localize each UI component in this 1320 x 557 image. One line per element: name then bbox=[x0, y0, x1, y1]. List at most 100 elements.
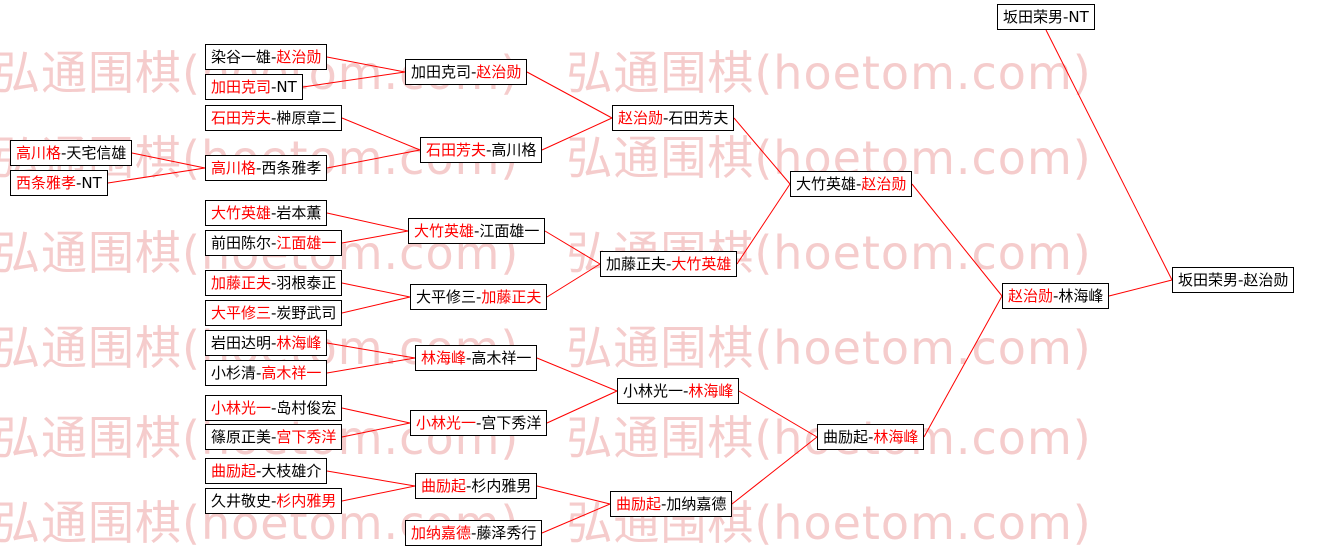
winner-name: 加藤正夫 bbox=[481, 288, 542, 306]
winner-name: 高木祥一 bbox=[261, 364, 322, 382]
player-name: -高木祥一 bbox=[466, 349, 532, 367]
winner-name: 石田芳夫 bbox=[426, 141, 487, 159]
player-name: -大枝雄介 bbox=[256, 462, 322, 480]
winner-name: 江面雄一 bbox=[276, 234, 337, 252]
winner-name: 小林光一 bbox=[416, 414, 477, 432]
bracket-line bbox=[341, 407, 411, 424]
winner-name: 西条雅孝 bbox=[16, 174, 77, 192]
player-name: -高川格 bbox=[486, 141, 537, 159]
match-box-b2: 加田克司-NT bbox=[205, 74, 303, 100]
player-name: 曲励起- bbox=[823, 428, 874, 446]
player-name: 染谷一雄- bbox=[211, 48, 277, 66]
player-name: 加藤正夫- bbox=[606, 255, 672, 273]
match-box-f1: 赵治勋-林海峰 bbox=[1002, 283, 1110, 309]
match-box-c7: 曲励起-杉内雅男 bbox=[415, 473, 538, 499]
match-box-a1: 高川格-天宅信雄 bbox=[10, 140, 133, 166]
match-box-c3: 大竹英雄-江面雄一 bbox=[408, 218, 546, 244]
bracket-line bbox=[546, 390, 618, 424]
match-box-a2: 西条雅孝-NT bbox=[10, 170, 108, 196]
bracket-line bbox=[302, 71, 406, 88]
match-box-b4: 高川格-西条雅孝 bbox=[205, 155, 328, 181]
winner-name: 林海峰 bbox=[873, 428, 919, 446]
match-box-b7: 加藤正夫-羽根泰正 bbox=[205, 270, 343, 296]
match-box-b6: 前田陈尔-江面雄一 bbox=[205, 230, 343, 256]
bracket-line bbox=[536, 485, 611, 505]
bracket-line bbox=[326, 56, 406, 73]
bracket-line bbox=[911, 183, 1003, 297]
player-name: 久井敬史- bbox=[211, 492, 277, 510]
bracket-line bbox=[541, 117, 613, 151]
player-name: 篠原正美- bbox=[211, 428, 277, 446]
player-name: 加田克司- bbox=[411, 63, 477, 81]
player-name: -藤泽秀行 bbox=[471, 524, 537, 542]
match-box-c4: 大平修三-加藤正夫 bbox=[410, 284, 548, 310]
player-name: -宫下秀洋 bbox=[476, 414, 542, 432]
player-name: -羽根泰正 bbox=[271, 274, 337, 292]
match-box-d3: 小林光一-林海峰 bbox=[617, 378, 740, 404]
winner-name: 赵治勋 bbox=[276, 48, 322, 66]
winner-name: 林海峰 bbox=[688, 382, 734, 400]
player-name: -天宅信雄 bbox=[61, 144, 127, 162]
bracket-line bbox=[738, 390, 818, 438]
player-name: -石田芳夫 bbox=[663, 109, 729, 127]
winner-name: 高川格 bbox=[16, 144, 62, 162]
winner-name: 加田克司 bbox=[211, 78, 272, 96]
bracket-line bbox=[131, 152, 206, 169]
bracket-line bbox=[341, 230, 409, 244]
winner-name: 曲励起 bbox=[211, 462, 257, 480]
bracket-line bbox=[923, 295, 1003, 438]
player-name: -加纳嘉德 bbox=[661, 495, 727, 513]
winner-name: 大平修三 bbox=[211, 304, 272, 322]
bracket-line bbox=[544, 230, 601, 265]
winner-name: 小林光一 bbox=[211, 399, 272, 417]
player-name: 岩田达明- bbox=[211, 334, 277, 352]
bracket-line bbox=[341, 296, 411, 314]
player-name: -榊原章二 bbox=[271, 109, 337, 127]
player-name: 大竹英雄- bbox=[796, 175, 862, 193]
match-box-c5: 林海峰-高木祥一 bbox=[415, 345, 538, 371]
winner-name: 赵治勋 bbox=[618, 109, 664, 127]
match-box-c1: 加田克司-赵治勋 bbox=[405, 59, 528, 85]
match-box-b5: 大竹英雄-岩本薫 bbox=[205, 200, 328, 226]
winner-name: 杉内雅男 bbox=[276, 492, 337, 510]
player-name: -西条雅孝 bbox=[256, 159, 322, 177]
match-box-c6: 小林光一-宫下秀洋 bbox=[410, 410, 548, 436]
winner-name: 赵治勋 bbox=[476, 63, 522, 81]
bracket-line bbox=[341, 485, 416, 502]
match-box-e1: 大竹英雄-赵治勋 bbox=[790, 171, 913, 197]
bracket-line bbox=[733, 117, 791, 185]
player-name: -杉内雅男 bbox=[466, 477, 532, 495]
match-box-d1: 赵治勋-石田芳夫 bbox=[612, 105, 735, 131]
player-name: -岩本薫 bbox=[271, 204, 322, 222]
player-name: -岛村俊宏 bbox=[271, 399, 337, 417]
bracket-line bbox=[341, 117, 421, 151]
bracket-line bbox=[107, 167, 206, 184]
player-name: -NT bbox=[76, 174, 102, 192]
winner-name: 高川格 bbox=[211, 159, 257, 177]
player-name: 前田陈尔- bbox=[211, 234, 277, 252]
match-box-b1: 染谷一雄-赵治勋 bbox=[205, 44, 328, 70]
player-name: 坂田荣男-赵治勋 bbox=[1178, 271, 1289, 289]
match-box-b13: 曲励起-大枝雄介 bbox=[205, 458, 328, 484]
player-name: -林海峰 bbox=[1053, 287, 1104, 305]
match-box-c2: 石田芳夫-高川格 bbox=[420, 137, 543, 163]
match-box-b8: 大平修三-炭野武司 bbox=[205, 300, 343, 326]
match-box-b3: 石田芳夫-榊原章二 bbox=[205, 105, 343, 131]
bracket-line bbox=[326, 212, 409, 232]
match-box-d4: 曲励起-加纳嘉德 bbox=[610, 491, 733, 517]
match-box-e2: 曲励起-林海峰 bbox=[817, 424, 925, 450]
match-box-b10: 小杉清-高木祥一 bbox=[205, 360, 328, 386]
bracket-line bbox=[541, 503, 611, 534]
bracket-line bbox=[341, 282, 411, 298]
match-box-b14: 久井敬史-杉内雅男 bbox=[205, 488, 343, 514]
bracket-line bbox=[1108, 279, 1173, 297]
match-box-b9: 岩田达明-林海峰 bbox=[205, 330, 328, 356]
bracket-line bbox=[736, 183, 791, 265]
winner-name: 林海峰 bbox=[276, 334, 322, 352]
match-box-seed: 坂田荣男-NT bbox=[997, 4, 1095, 30]
winner-name: 曲励起 bbox=[421, 477, 467, 495]
winner-name: 林海峰 bbox=[421, 349, 467, 367]
winner-name: 曲励起 bbox=[616, 495, 662, 513]
